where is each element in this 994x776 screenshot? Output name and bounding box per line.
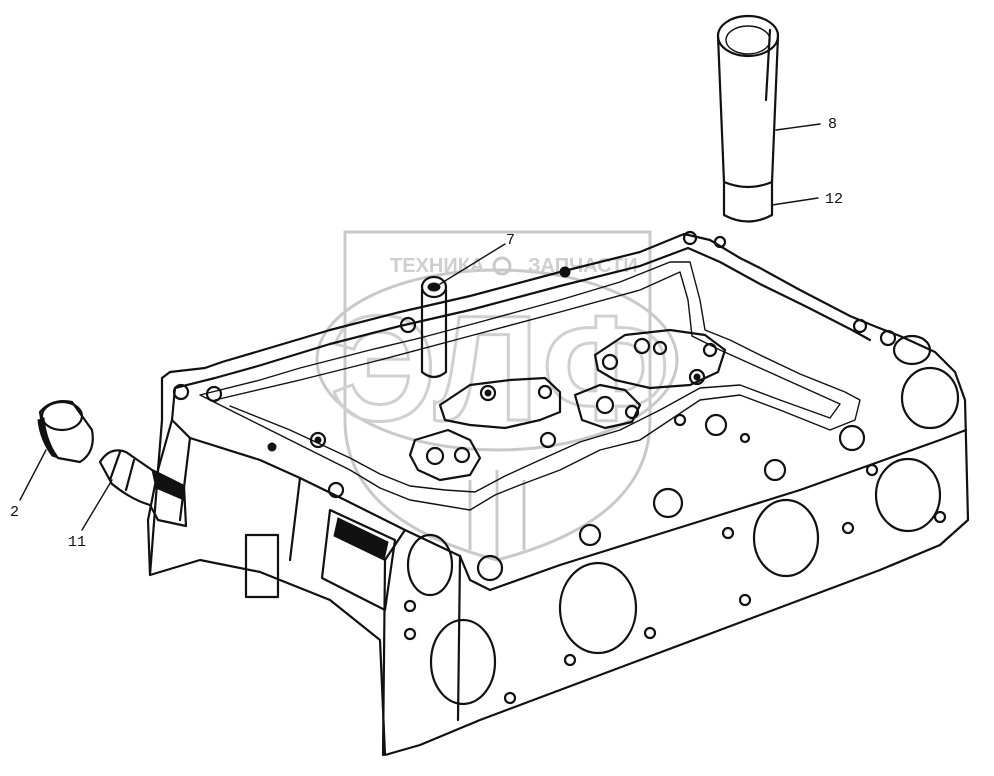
tube-walls [716,34,780,184]
rim-bolt-holes [172,230,897,582]
watermark-ellipse [315,268,679,452]
leader-11 [81,479,113,531]
part-2-plug-cap [37,400,94,464]
tube-seam [764,28,772,102]
valve-pad-4 [593,328,727,390]
front-face-fasteners [403,463,947,705]
side-pad [244,533,280,599]
pad-bolt-holes [425,337,718,466]
callout-labels: 7 8 12 2 11 [10,116,843,551]
head-side-edge [488,428,968,592]
stud-top [420,275,448,299]
part-12-seal-ring [722,180,774,223]
part-11-fitting [98,449,188,528]
leader-7 [439,243,506,285]
fitting-shade [151,469,185,501]
plug-face [40,400,84,432]
leader-2 [19,449,47,501]
gasket-outline [199,261,861,511]
callout-2: 2 [10,504,19,521]
fitting-bands [108,450,136,492]
callout-8: 8 [828,116,837,133]
leader-lines [19,123,821,531]
valve-pad-2 [438,376,562,430]
stud-body [420,288,448,379]
cylinder-head [146,230,970,757]
valve-pad-3 [573,383,642,430]
front-face-ports [406,334,960,706]
seal-ring-body [722,180,774,223]
head-side-corner [456,554,462,722]
watermark-gear-icon [492,256,512,276]
tube-top-inner [725,25,771,55]
side-window [320,508,397,612]
leader-12 [771,197,819,206]
head-front-top-edge [170,386,492,592]
side-window-shade [333,517,389,561]
callout-7: 7 [506,232,515,249]
stud-top-shade [427,282,441,292]
plug-shade [37,417,60,459]
fitting-outline [98,449,188,528]
plug-outline [38,400,94,464]
part-7-stud [420,275,448,379]
valve-pad-1 [408,428,482,482]
head-outline [146,232,970,757]
head-top-rim [173,246,872,390]
gasket-inner [214,271,841,493]
watermark-stripes [468,470,526,560]
callout-12: 12 [825,191,843,208]
part-8-sleeve-tube [716,14,780,184]
callout-11: 11 [68,534,86,551]
head-left-face [148,418,302,577]
leader-8 [775,123,821,131]
head-front-corner [381,528,407,757]
